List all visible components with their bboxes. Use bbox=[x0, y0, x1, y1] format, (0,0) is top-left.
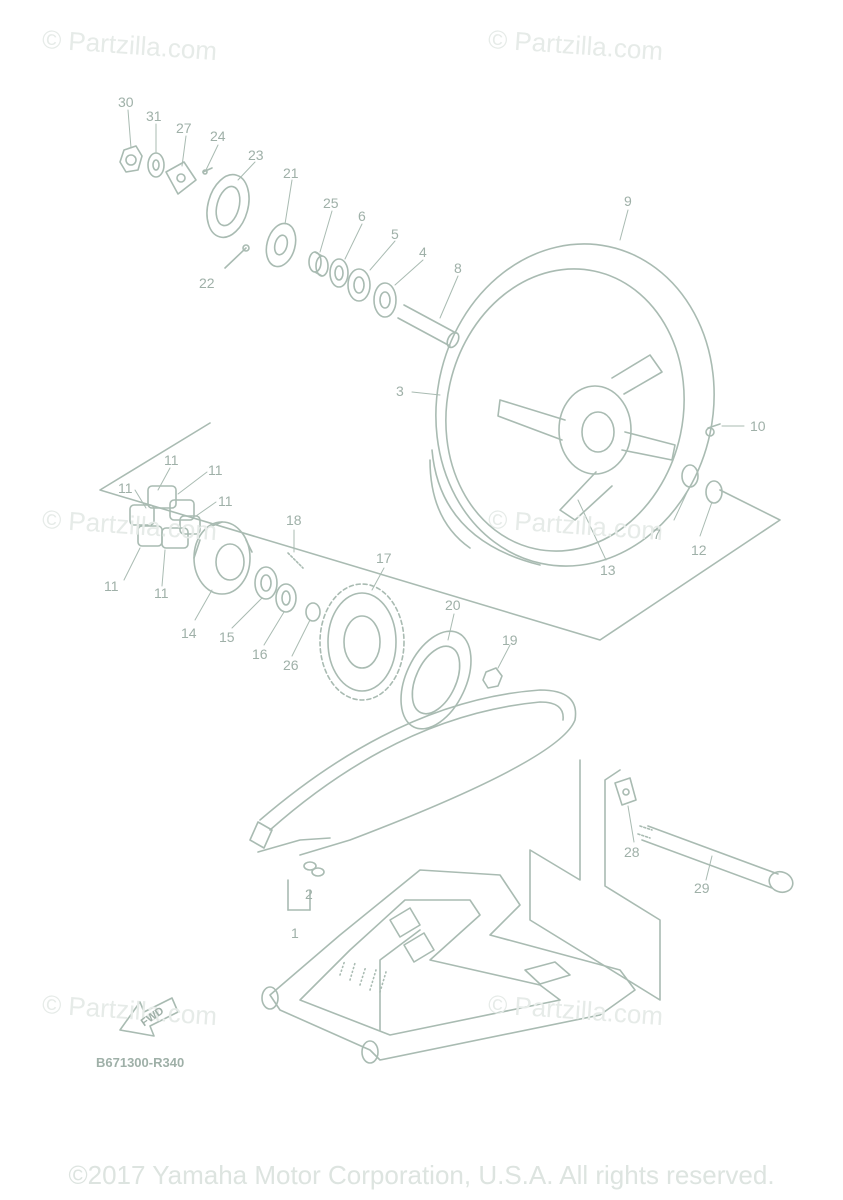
cover-20 bbox=[400, 630, 472, 730]
callout-20[interactable]: 20 bbox=[445, 597, 461, 613]
callout-11[interactable]: 11 bbox=[154, 585, 169, 601]
callout-22[interactable]: 22 bbox=[199, 275, 215, 291]
washer-31 bbox=[147, 152, 165, 178]
callout-11[interactable]: 11 bbox=[218, 493, 233, 509]
clip-2 bbox=[303, 861, 325, 877]
callout-27[interactable]: 27 bbox=[176, 120, 192, 136]
callout-12[interactable]: 12 bbox=[691, 542, 707, 558]
callout-21[interactable]: 21 bbox=[283, 165, 299, 181]
collar-12 bbox=[705, 480, 723, 504]
callout-24[interactable]: 24 bbox=[210, 128, 226, 144]
adjuster-28 bbox=[614, 777, 637, 806]
sprocket-17 bbox=[319, 583, 405, 701]
callout-18[interactable]: 18 bbox=[286, 512, 302, 528]
callout-19[interactable]: 19 bbox=[502, 632, 518, 648]
callout-29[interactable]: 29 bbox=[694, 880, 710, 896]
callout-28[interactable]: 28 bbox=[624, 844, 640, 860]
callout-25[interactable]: 25 bbox=[323, 195, 339, 211]
leader-lines bbox=[123, 109, 745, 881]
callout-26[interactable]: 26 bbox=[283, 657, 299, 673]
hub-plate-21 bbox=[265, 222, 297, 268]
collar-26 bbox=[305, 602, 321, 622]
callout-6[interactable]: 6 bbox=[358, 208, 366, 224]
callout-14[interactable]: 14 bbox=[181, 625, 197, 641]
callout-11[interactable]: 11 bbox=[104, 578, 119, 594]
callout-16[interactable]: 16 bbox=[252, 646, 268, 662]
callout-5[interactable]: 5 bbox=[391, 226, 399, 242]
disk-23 bbox=[206, 173, 250, 239]
stud-18 bbox=[287, 552, 304, 569]
callout-2[interactable]: 2 bbox=[305, 886, 313, 902]
clutch-hub-14 bbox=[193, 521, 253, 595]
bearing-15 bbox=[254, 566, 278, 600]
callout-13[interactable]: 13 bbox=[600, 562, 616, 578]
bearing-4 bbox=[373, 282, 397, 318]
plate-27 bbox=[165, 161, 197, 195]
rear-wheel-3 bbox=[429, 243, 715, 567]
bolt-22 bbox=[224, 247, 247, 269]
callout-7[interactable]: 7 bbox=[653, 526, 661, 542]
spacer-8 bbox=[397, 304, 460, 349]
drive-chain-1 bbox=[249, 689, 577, 856]
assembly-outline bbox=[99, 422, 781, 641]
callout-31[interactable]: 31 bbox=[146, 108, 162, 124]
axle-29 bbox=[637, 825, 794, 894]
callout-3[interactable]: 3 bbox=[396, 383, 404, 399]
callout-30[interactable]: 30 bbox=[118, 94, 134, 110]
callout-11[interactable]: 11 bbox=[118, 480, 133, 496]
callout-4[interactable]: 4 bbox=[419, 244, 427, 260]
dampers-11 bbox=[129, 485, 201, 549]
fwd-arrow-icon bbox=[119, 997, 179, 1037]
callout-10[interactable]: 10 bbox=[750, 418, 766, 434]
nut-30 bbox=[119, 145, 143, 173]
copyright-notice: ©2017 Yamaha Motor Corporation, U.S.A. A… bbox=[68, 1160, 775, 1190]
callout-23[interactable]: 23 bbox=[248, 147, 264, 163]
valve-10 bbox=[705, 423, 721, 437]
swingarm bbox=[261, 869, 636, 1064]
nut-19 bbox=[482, 667, 503, 689]
callout-8[interactable]: 8 bbox=[454, 260, 462, 276]
collar-25 bbox=[308, 251, 329, 277]
callout-1[interactable]: 1 bbox=[291, 925, 299, 941]
callout-11[interactable]: 11 bbox=[164, 452, 179, 468]
seal-6 bbox=[329, 258, 349, 288]
callout-9[interactable]: 9 bbox=[624, 193, 632, 209]
bearing-5 bbox=[347, 268, 371, 302]
bracket-lines bbox=[529, 759, 661, 1001]
seal-16 bbox=[275, 583, 297, 613]
callout-15[interactable]: 15 bbox=[219, 629, 235, 645]
callout-11[interactable]: 11 bbox=[208, 462, 223, 478]
pin-24 bbox=[202, 167, 213, 173]
callout-17[interactable]: 17 bbox=[376, 550, 392, 566]
diagram-code: B671300-R340 bbox=[96, 1055, 185, 1070]
